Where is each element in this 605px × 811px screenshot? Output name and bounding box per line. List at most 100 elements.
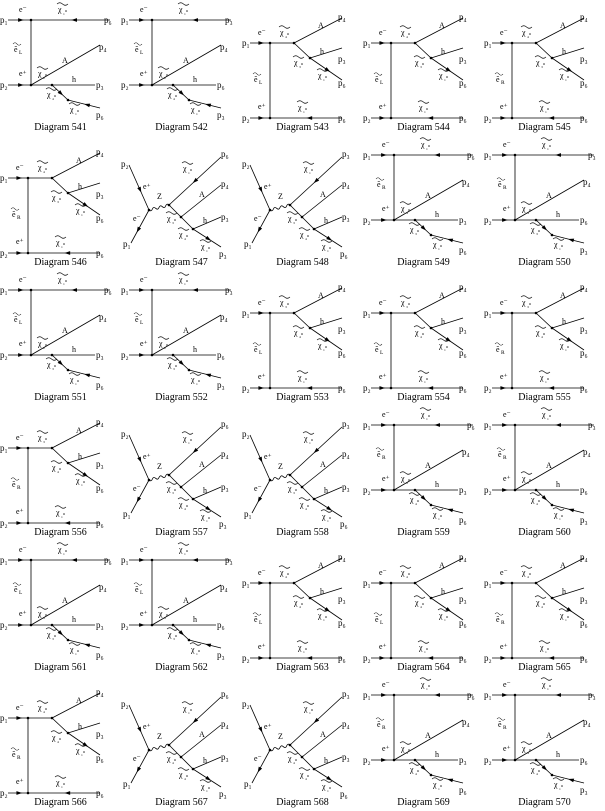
svg-text:₁⁰: ₁⁰ [81, 480, 86, 487]
svg-text:ẽ: ẽ [14, 585, 18, 594]
vertex-dot [413, 218, 417, 222]
svg-text:₁⁰: ₁⁰ [565, 345, 570, 352]
svg-text:ẽ: ẽ [498, 180, 502, 189]
arrow-marker [82, 472, 89, 477]
higgs-A-label: A [199, 460, 205, 469]
svg-text:₁⁰: ₁⁰ [547, 414, 552, 421]
momentum-label-out: p₄ [342, 449, 350, 459]
electron-label: e⁻ [379, 298, 387, 307]
momentum-label-out: p₆ [96, 518, 104, 528]
momentum-label-out: p₄ [338, 282, 346, 292]
arrow-marker [566, 67, 573, 72]
neutralino-line [67, 99, 101, 109]
svg-text:ẽ: ẽ [12, 210, 16, 219]
arrow-marker [71, 18, 78, 22]
momentum-label-p1: p₁ [123, 779, 131, 789]
svg-text:χ: χ [299, 500, 304, 509]
svg-text:₁⁰: ₁⁰ [206, 246, 211, 253]
momentum-label-out: p₃ [338, 594, 346, 604]
svg-text:χ: χ [293, 328, 298, 337]
arrow-marker [139, 558, 145, 562]
svg-text:χ: χ [182, 164, 187, 173]
svg-text:₁⁰: ₁⁰ [303, 377, 308, 384]
svg-text:ẽ: ẽ [135, 315, 139, 324]
higgs-h-label: h [324, 216, 328, 225]
higgs-A-line [30, 584, 101, 626]
vertex-dot [150, 83, 154, 87]
vertex-dot [50, 716, 54, 720]
vertex-dot [392, 423, 396, 427]
positron-label: e⁺ [264, 182, 272, 191]
svg-text:χ: χ [167, 90, 172, 99]
arrow-marker [500, 311, 507, 315]
higgs-A-line [414, 557, 464, 584]
arrow-marker [192, 447, 199, 454]
svg-text:L: L [19, 320, 23, 326]
svg-text:₁⁰: ₁⁰ [309, 708, 314, 715]
higgs-h-label: h [441, 587, 445, 596]
neutralino-line [414, 42, 432, 59]
svg-text:χ: χ [287, 214, 292, 223]
svg-text:₁⁰: ₁⁰ [184, 9, 189, 16]
svg-text:ẽ: ẽ [496, 345, 500, 354]
momentum-label-p2: p₂ [0, 248, 8, 258]
higgs-A-line [514, 179, 585, 221]
svg-text:χ: χ [293, 598, 298, 607]
momentum-label-out: p₆ [580, 113, 588, 123]
vertex-dot [268, 478, 272, 482]
arrow-marker [139, 18, 145, 22]
vertex-dot [550, 503, 554, 507]
svg-text:R: R [382, 725, 386, 731]
arrow-marker [257, 226, 263, 233]
momentum-label-p1: p₁ [363, 308, 371, 318]
svg-text:χ: χ [279, 28, 284, 37]
momentum-label-p1: p₁ [244, 779, 252, 789]
higgs-A-line [151, 314, 222, 356]
momentum-label-out: p₃ [217, 650, 225, 660]
svg-text:ẽ: ẽ [498, 450, 502, 459]
arrow-marker [178, 630, 185, 636]
vertex-dot [26, 521, 30, 525]
neutralino-line [535, 582, 553, 599]
electron-label: e⁻ [258, 568, 266, 577]
higgs-h-label: h [320, 47, 324, 56]
svg-text:χ: χ [521, 204, 526, 213]
svg-text:L: L [259, 80, 263, 86]
momentum-label-out: p₄ [462, 717, 470, 727]
positron-label: e⁺ [503, 204, 511, 213]
vertex-dot [268, 116, 272, 120]
vertex-dot [268, 311, 272, 315]
momentum-label-out: p₃ [459, 485, 467, 495]
momentum-label-out: p₆ [217, 620, 225, 630]
arrow-marker [18, 18, 24, 22]
higgs-A-line [301, 724, 343, 758]
vertex-dot [50, 353, 54, 357]
svg-text:χ: χ [414, 58, 419, 67]
svg-text:₁⁰: ₁⁰ [327, 516, 332, 523]
higgs-A-label: A [320, 730, 326, 739]
vertex-dot [147, 478, 151, 482]
svg-text:χ: χ [167, 360, 172, 369]
svg-text:₃⁰: ₃⁰ [527, 302, 532, 309]
momentum-label-out: p₆ [217, 80, 225, 90]
momentum-label-out: p₃ [221, 212, 229, 222]
svg-text:χ: χ [37, 433, 42, 442]
svg-text:χ: χ [190, 105, 195, 114]
